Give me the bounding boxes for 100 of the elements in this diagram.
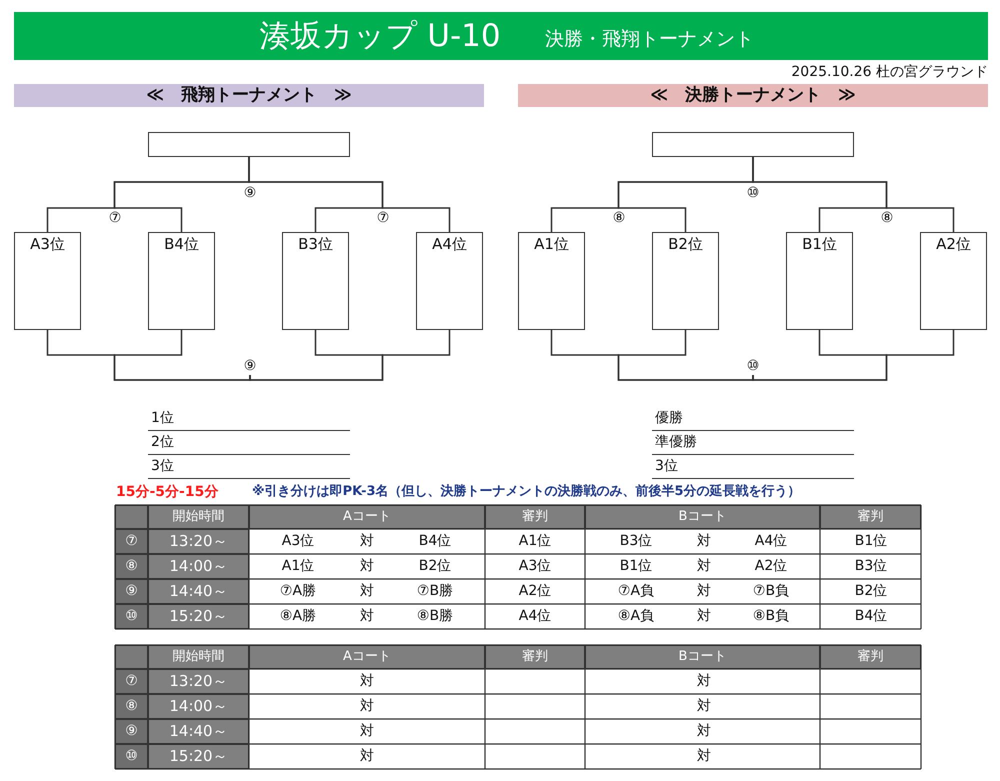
vs-label: 対 [696, 607, 712, 626]
bracket-line [114, 330, 251, 381]
team-box: A3位 [14, 232, 81, 330]
team-label: B3位 [618, 532, 654, 551]
time-cell: 13:20～ [148, 669, 249, 694]
team-label: A1位 [280, 557, 316, 576]
vs-label: 対 [359, 532, 375, 551]
header-cell: 開始時間 [148, 505, 249, 529]
bracket-line [752, 330, 954, 381]
match-number-cell: ⑩ [115, 744, 148, 769]
team-label: ⑦A勝 [278, 582, 318, 601]
vs-label: 対 [696, 672, 712, 691]
referee-label: A3位 [518, 557, 552, 576]
match-number-cell: ⑨ [115, 579, 148, 604]
team-label: ⑧A勝 [278, 607, 318, 626]
ranking-line: 1位 [148, 407, 350, 431]
match-number: ⑦ [376, 209, 390, 227]
referee-label: A2位 [518, 582, 552, 601]
match-number-cell: ⑦ [115, 669, 148, 694]
match-number-cell: ⑩ [115, 604, 148, 629]
team-label: A2位 [754, 557, 788, 576]
ranking-line: 3位 [652, 455, 854, 479]
team-label: ⑦B勝 [416, 582, 454, 601]
referee-label: B1位 [854, 532, 888, 551]
team-label: ⑦B負 [752, 582, 790, 601]
vs-label: 対 [696, 532, 712, 551]
bracket-line [618, 330, 754, 381]
section-banner: ≪ 飛翔トーナメント ≫ [14, 84, 484, 107]
header-cell: Bコート [585, 645, 820, 669]
team-label: ⑧A負 [616, 607, 656, 626]
ranking-line: 準優勝 [652, 431, 854, 455]
team-box: B3位 [282, 232, 349, 330]
match-number: ⑩ [743, 357, 763, 375]
result-box [652, 132, 854, 157]
team-label: A4位 [754, 532, 788, 551]
header-cell: 審判 [485, 645, 585, 669]
date-venue-text: 2025.10.26 杜の宮グラウンド [790, 63, 988, 82]
match-number: ⑨ [242, 184, 258, 202]
team-label: A3位 [280, 532, 316, 551]
vs-label: 対 [696, 697, 712, 716]
header-cell: 審判 [820, 505, 921, 529]
team-box: B2位 [652, 232, 719, 330]
vs-label: 対 [696, 747, 712, 766]
vs-label: 対 [359, 672, 375, 691]
header-cell: 開始時間 [148, 645, 249, 669]
vs-label: 対 [696, 582, 712, 601]
team-label: B4位 [418, 532, 452, 551]
time-cell: 14:40～ [148, 719, 249, 744]
time-cell: 13:20～ [148, 529, 249, 554]
match-number: ⑦ [108, 209, 122, 227]
vs-label: 対 [359, 697, 375, 716]
team-box: B1位 [786, 232, 853, 330]
ranking-line: 2位 [148, 431, 350, 455]
team-box: A2位 [920, 232, 987, 330]
vs-label: 対 [696, 557, 712, 576]
team-box: A4位 [416, 232, 483, 330]
vs-label: 対 [696, 722, 712, 741]
team-box: B4位 [148, 232, 215, 330]
referee-label: B4位 [854, 607, 888, 626]
time-cell: 15:20～ [148, 604, 249, 629]
section-banner: ≪ 決勝トーナメント ≫ [518, 84, 988, 107]
vs-label: 対 [359, 582, 375, 601]
referee-label: B2位 [854, 582, 888, 601]
rule-note: ※引き分けは即PK-3名（但し、決勝トーナメントの決勝戦のみ、前後半5分の延長戦を行う） [252, 483, 802, 501]
time-cell: 14:40～ [148, 579, 249, 604]
bracket-line [752, 157, 954, 232]
match-number-cell: ⑧ [115, 694, 148, 719]
team-label: ⑦A負 [616, 582, 656, 601]
header-cell: 審判 [485, 505, 585, 529]
team-label: B2位 [418, 557, 452, 576]
match-number-cell: ⑦ [115, 529, 148, 554]
header-cell: Aコート [249, 645, 485, 669]
vs-label: 対 [359, 557, 375, 576]
subtitle-text: 決勝・飛翔トーナメント [545, 27, 755, 52]
ranking-line: 3位 [148, 455, 350, 479]
ranking-line: 優勝 [652, 407, 854, 431]
time-cell: 14:00～ [148, 694, 249, 719]
match-number: ⑨ [240, 357, 260, 375]
referee-label: B3位 [854, 557, 888, 576]
team-label: ⑧B勝 [416, 607, 454, 626]
vs-label: 対 [359, 607, 375, 626]
bracket-line [249, 330, 450, 381]
team-label: B1位 [618, 557, 654, 576]
header-cell: Bコート [585, 505, 820, 529]
match-number: ⑧ [612, 209, 626, 227]
referee-label: A4位 [518, 607, 552, 626]
match-number: ⑩ [746, 184, 760, 202]
team-label: ⑧B負 [752, 607, 790, 626]
header-cell: 審判 [820, 645, 921, 669]
time-cell: 14:00～ [148, 554, 249, 579]
vs-label: 対 [359, 747, 375, 766]
referee-label: A1位 [518, 532, 552, 551]
result-box [148, 132, 350, 157]
time-cell: 15:20～ [148, 744, 249, 769]
header-cell: Aコート [249, 505, 485, 529]
match-number-cell: ⑧ [115, 554, 148, 579]
match-number-cell: ⑨ [115, 719, 148, 744]
match-time-text: 15分-5分-15分 [116, 483, 220, 502]
vs-label: 対 [359, 722, 375, 741]
team-box: A1位 [518, 232, 585, 330]
